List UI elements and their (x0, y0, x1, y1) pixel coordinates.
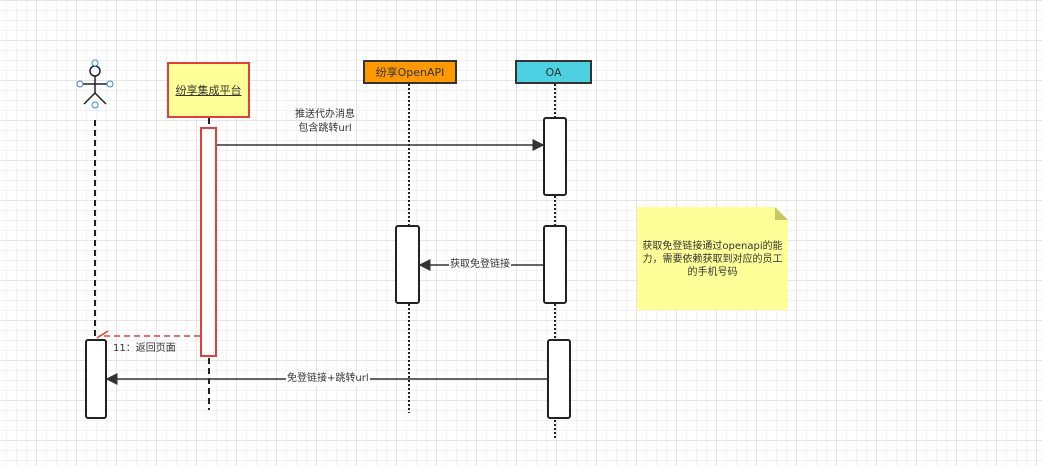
message-label-line: 推送代办消息 (295, 109, 355, 120)
note-text: 获取免登链接通过openapi的能力，需要依赖获取到对应的员工的手机号码 (642, 241, 783, 278)
activation-oa-2[interactable] (543, 225, 567, 304)
participant-label: 纷享OpenAPI (375, 66, 445, 79)
message-return-label: 11：返回页面 (113, 343, 176, 354)
activation-actor[interactable] (85, 339, 107, 419)
activation-oa-1[interactable] (543, 117, 567, 196)
participant-label: 纷享集成平台 (175, 84, 242, 97)
actor-user-icon (76, 59, 114, 109)
message-get-link-label: 获取免登链接 (449, 258, 511, 272)
note-fold-corner (775, 207, 788, 220)
note-shape[interactable] (637, 207, 788, 310)
activation-openapi[interactable] (395, 225, 420, 304)
message-label-line: 包含跳转url (298, 123, 352, 134)
return-arrowhead (96, 330, 109, 339)
participant-platform[interactable]: 纷享集成平台 (167, 62, 250, 118)
participant-openapi[interactable]: 纷享OpenAPI (363, 60, 457, 84)
message-push-label: 推送代办消息 包含跳转url (280, 108, 370, 136)
message-link-url-label: 免登链接+跳转url (286, 372, 370, 386)
participant-oa[interactable]: OA (515, 60, 592, 84)
participant-label: OA (545, 65, 562, 79)
activation-oa-3[interactable] (547, 339, 571, 419)
activation-platform[interactable] (200, 127, 217, 357)
